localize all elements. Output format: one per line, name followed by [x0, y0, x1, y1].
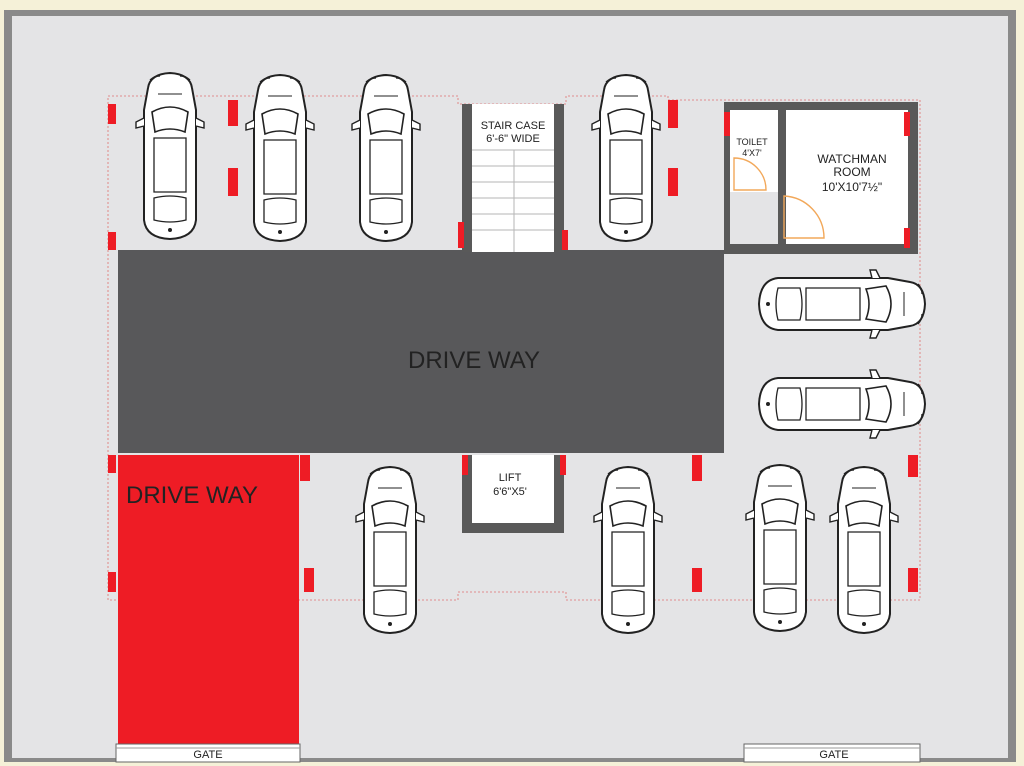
- staircase-label: STAIR CASE: [481, 120, 546, 132]
- column: [692, 568, 702, 592]
- gate-right: [743, 743, 921, 763]
- watchman-block: [724, 102, 918, 254]
- column: [668, 168, 678, 196]
- column: [562, 230, 568, 250]
- watchman-size-label: 10'X10'7½": [822, 180, 882, 194]
- column: [904, 112, 910, 136]
- watchman-door-icon: [783, 195, 825, 239]
- column: [300, 455, 310, 481]
- column: [904, 228, 910, 248]
- toilet-door-icon: [733, 157, 767, 191]
- column: [108, 572, 116, 592]
- staircase-size-label: 6'-6" WIDE: [486, 133, 540, 145]
- car-icon: [245, 74, 315, 242]
- drive-way-entry: [118, 455, 299, 745]
- column: [724, 112, 730, 136]
- car-icon: [745, 464, 815, 632]
- column: [304, 568, 314, 592]
- car-icon: [758, 269, 926, 339]
- drive-way-entry-label: DRIVE WAY: [126, 482, 258, 509]
- drive-way-main: [118, 250, 724, 453]
- gate-right-label: GATE: [819, 749, 848, 761]
- gate-left-label: GATE: [193, 749, 222, 761]
- lift: [462, 455, 564, 533]
- watchman-room-label: ROOM: [833, 165, 870, 179]
- column: [458, 222, 464, 248]
- column: [228, 100, 238, 126]
- car-icon: [355, 466, 425, 634]
- drive-way-main-label: DRIVE WAY: [408, 347, 540, 374]
- column: [108, 232, 116, 250]
- car-icon: [135, 72, 205, 240]
- car-icon: [351, 74, 421, 242]
- column: [462, 455, 468, 475]
- columns: [108, 100, 918, 592]
- column: [908, 568, 918, 592]
- column: [228, 168, 238, 196]
- lift-label: LIFT: [499, 472, 522, 484]
- watchman-label: WATCHMAN: [817, 152, 886, 166]
- lift-size-label: 6'6"X5': [493, 486, 527, 498]
- car-icon: [593, 466, 663, 634]
- column: [108, 104, 116, 124]
- column: [908, 455, 918, 477]
- column: [108, 455, 116, 473]
- gate-left: [115, 743, 301, 763]
- column: [692, 455, 702, 481]
- car-icon: [591, 74, 661, 242]
- staircase: [462, 104, 564, 252]
- car-icon: [758, 369, 926, 439]
- toilet-size-label: 4'X7': [742, 148, 762, 158]
- car-icon: [829, 466, 899, 634]
- column: [668, 100, 678, 128]
- toilet-label: TOILET: [736, 137, 768, 147]
- column: [560, 455, 566, 475]
